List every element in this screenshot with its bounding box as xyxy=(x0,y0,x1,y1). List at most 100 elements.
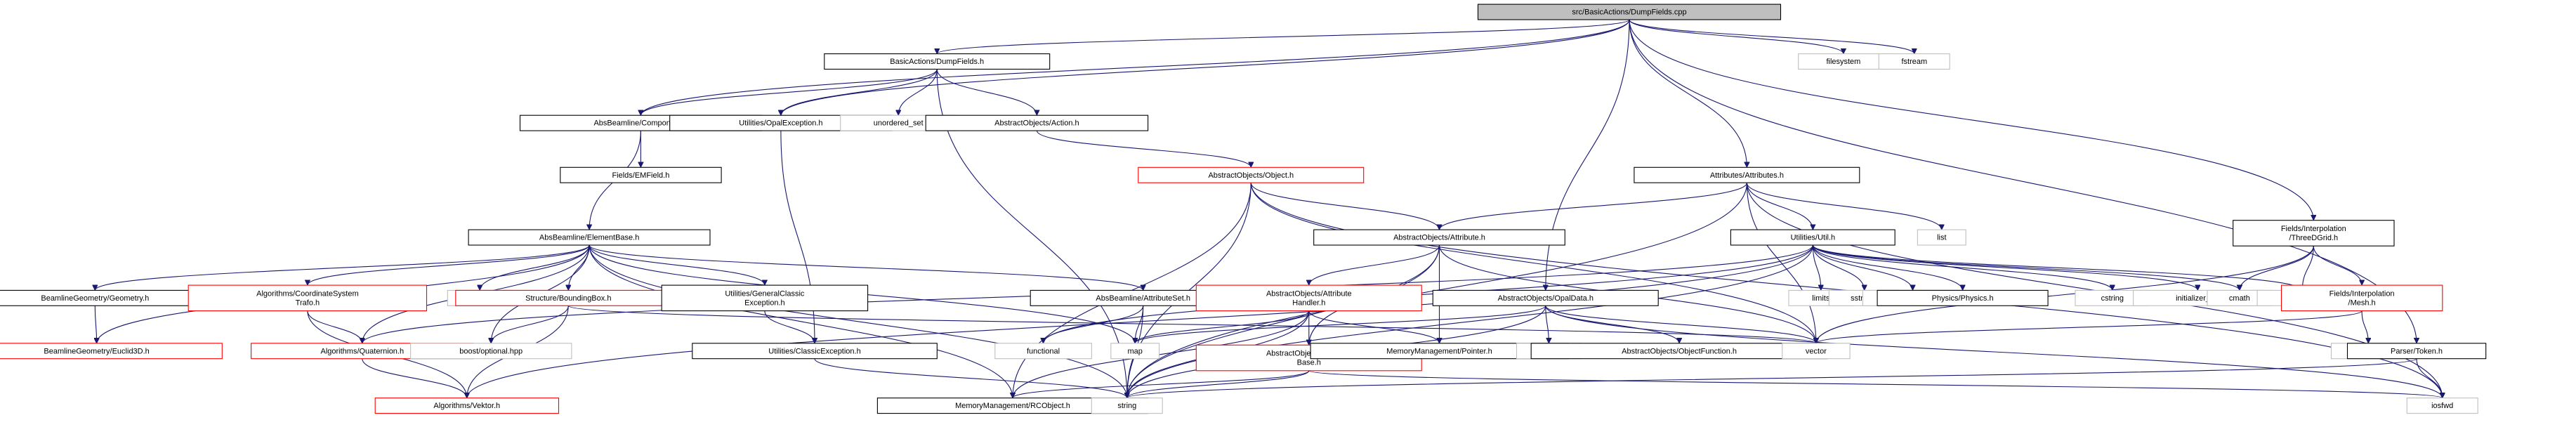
node-label-limits: limits xyxy=(1812,294,1830,303)
edge-root-to-opaldata xyxy=(1546,19,1630,290)
edge-root-to-attrs xyxy=(1629,19,1747,167)
node-attrs[interactable]: Attributes/Attributes.h xyxy=(1634,166,1860,183)
edge-attribute-to-attrhandler xyxy=(1309,244,1440,286)
node-box-elembase xyxy=(468,229,711,246)
edge-attrs-to-util xyxy=(1746,183,1813,230)
node-box-util xyxy=(1730,229,1895,246)
node-mesh[interactable]: Fields/Interpolation/Mesh.h xyxy=(2280,284,2443,312)
node-label-opaldata: AbstractObjects/OpalData.h xyxy=(1498,294,1593,303)
edge-util-to-cmath xyxy=(1812,244,2240,291)
node-label-string: string xyxy=(1117,402,1136,410)
node-label-util: Utilities/Util.h xyxy=(1791,234,1836,242)
node-label-functional: functional xyxy=(1027,347,1060,355)
edge-opaldata-to-iosfwd xyxy=(1545,306,2443,398)
edge-token-to-iosfwd xyxy=(2416,358,2443,398)
edge-attrs-to-list xyxy=(1746,183,1941,230)
edge-threed-to-vector xyxy=(1816,246,2314,343)
edge-opaldata-to-vector xyxy=(1545,306,1816,344)
node-euclid[interactable]: BeamlineGeometry/Euclid3D.h xyxy=(0,343,223,360)
node-label-filesystem: filesystem xyxy=(1826,58,1860,66)
node-action[interactable]: AbstractObjects/Action.h xyxy=(925,114,1149,131)
node-threed[interactable]: Fields/Interpolation/ThreeDGrid.h xyxy=(2233,220,2395,247)
node-label-list: list xyxy=(1937,234,1946,242)
edge-util-to-physics xyxy=(1812,244,1962,291)
edge-object-to-attribute xyxy=(1250,183,1439,230)
node-label-comp: AbsBeamline/Component.h xyxy=(593,119,688,128)
edge-util-to-sstream xyxy=(1812,244,1864,291)
node-token[interactable]: Parser/Token.h xyxy=(2346,343,2487,360)
edge-attrhandler-to-map xyxy=(1135,310,1310,344)
edge-util-to-vektor xyxy=(467,244,1813,398)
node-label-vektor: Algorithms/Vektor.h xyxy=(433,402,500,410)
node-label-genclassic: Utilities/GeneralClassic xyxy=(725,289,805,298)
node-box-vektor xyxy=(374,398,560,414)
edge-elembase-to-rcobject xyxy=(589,244,1013,398)
node-util[interactable]: Utilities/Util.h xyxy=(1730,229,1895,246)
node-label-iosfwd: iosfwd xyxy=(2431,402,2453,410)
node-box-fstream xyxy=(1878,53,1950,70)
node-box-mesh xyxy=(2280,284,2443,312)
node-box-genclassic xyxy=(661,284,869,312)
node-object[interactable]: AbstractObjects/Object.h xyxy=(1138,166,1365,183)
node-box-physics xyxy=(1877,289,2049,306)
edge-bdf-to-unordset xyxy=(898,69,938,116)
node-objfunc[interactable]: AbstractObjects/ObjectFunction.h xyxy=(1530,343,1828,360)
edge-util-to-initlist xyxy=(1812,244,2197,291)
node-label-attrs: Attributes/Attributes.h xyxy=(1710,171,1784,180)
node-box-attribute xyxy=(1313,229,1565,246)
node-box-attrhandler xyxy=(1195,284,1422,312)
edge-opaldata-to-objfunc xyxy=(1545,306,1679,343)
edge-root-to-bdf xyxy=(937,19,1630,55)
node-root[interactable]: src/BasicActions/DumpFields.cpp xyxy=(1477,4,1782,20)
node-label-physics: Physics/Physics.h xyxy=(1932,294,1994,303)
edge-opaldata-to-stack xyxy=(1545,306,1549,343)
edge-action-to-object xyxy=(1036,130,1251,168)
edge-util-to-algorithm xyxy=(1812,244,2302,291)
node-box-emfield xyxy=(560,166,722,183)
node-label-boostopt: boost/optional.hpp xyxy=(459,347,523,355)
edge-elembase-to-string xyxy=(589,244,1127,398)
node-box-root xyxy=(1477,4,1782,20)
edge-root-to-filesystem xyxy=(1629,19,1844,54)
edge-bbox-to-boostopt xyxy=(491,306,569,343)
node-label-mesh: /Mesh.h xyxy=(2348,298,2376,307)
node-string: string xyxy=(1091,398,1163,414)
node-attribute[interactable]: AbstractObjects/Attribute.h xyxy=(1313,229,1565,246)
node-opalexc[interactable]: Utilities/OpalException.h xyxy=(669,114,893,131)
edge-mesh-to-ostream xyxy=(2361,310,2368,343)
node-classicexc[interactable]: Utilities/ClassicException.h xyxy=(692,343,938,360)
node-box-iosfwd xyxy=(2406,398,2478,414)
edge-root-to-fstream xyxy=(1629,19,1914,55)
node-physics[interactable]: Physics/Physics.h xyxy=(1877,289,2049,306)
node-label-quaternion: Algorithms/Quaternion.h xyxy=(320,347,404,355)
node-elembase[interactable]: AbsBeamline/ElementBase.h xyxy=(468,229,711,246)
edge-classicexc-to-string xyxy=(814,358,1127,398)
node-bdf[interactable]: BasicActions/DumpFields.h xyxy=(824,53,1051,70)
edge-root-to-token xyxy=(1629,19,2417,343)
edge-elembase-to-coordsys xyxy=(308,244,590,286)
node-label-rcobject: MemoryManagement/RCObject.h xyxy=(955,402,1070,410)
edge-mesh-to-vector xyxy=(1816,310,2363,344)
node-label-attribute: AbstractObjects/Attribute.h xyxy=(1393,234,1485,242)
node-fstream: fstream xyxy=(1878,53,1950,70)
node-box-attrs xyxy=(1634,166,1860,183)
node-box-action xyxy=(925,114,1149,131)
node-bbox[interactable]: Structure/BoundingBox.h xyxy=(455,289,682,306)
edge-bbox-to-vector xyxy=(567,305,1816,344)
node-geometry[interactable]: BeamlineGeometry/Geometry.h xyxy=(0,289,218,306)
node-label-attrbase: Base.h xyxy=(1297,359,1321,367)
node-label-coordsys: Algorithms/CoordinateSystem xyxy=(256,289,359,298)
node-vektor[interactable]: Algorithms/Vektor.h xyxy=(374,398,560,414)
node-box-boostopt xyxy=(410,343,572,360)
node-opaldata[interactable]: AbstractObjects/OpalData.h xyxy=(1432,289,1659,306)
edge-elembase-to-queue xyxy=(480,244,590,291)
edges-layer xyxy=(95,19,2443,399)
node-emfield[interactable]: Fields/EMField.h xyxy=(560,166,722,183)
node-filesystem: filesystem xyxy=(1798,53,1889,70)
node-vector: vector xyxy=(1782,343,1851,360)
edge-attrbase-to-string xyxy=(1127,370,1310,398)
edge-object-to-vector xyxy=(1250,183,1816,343)
